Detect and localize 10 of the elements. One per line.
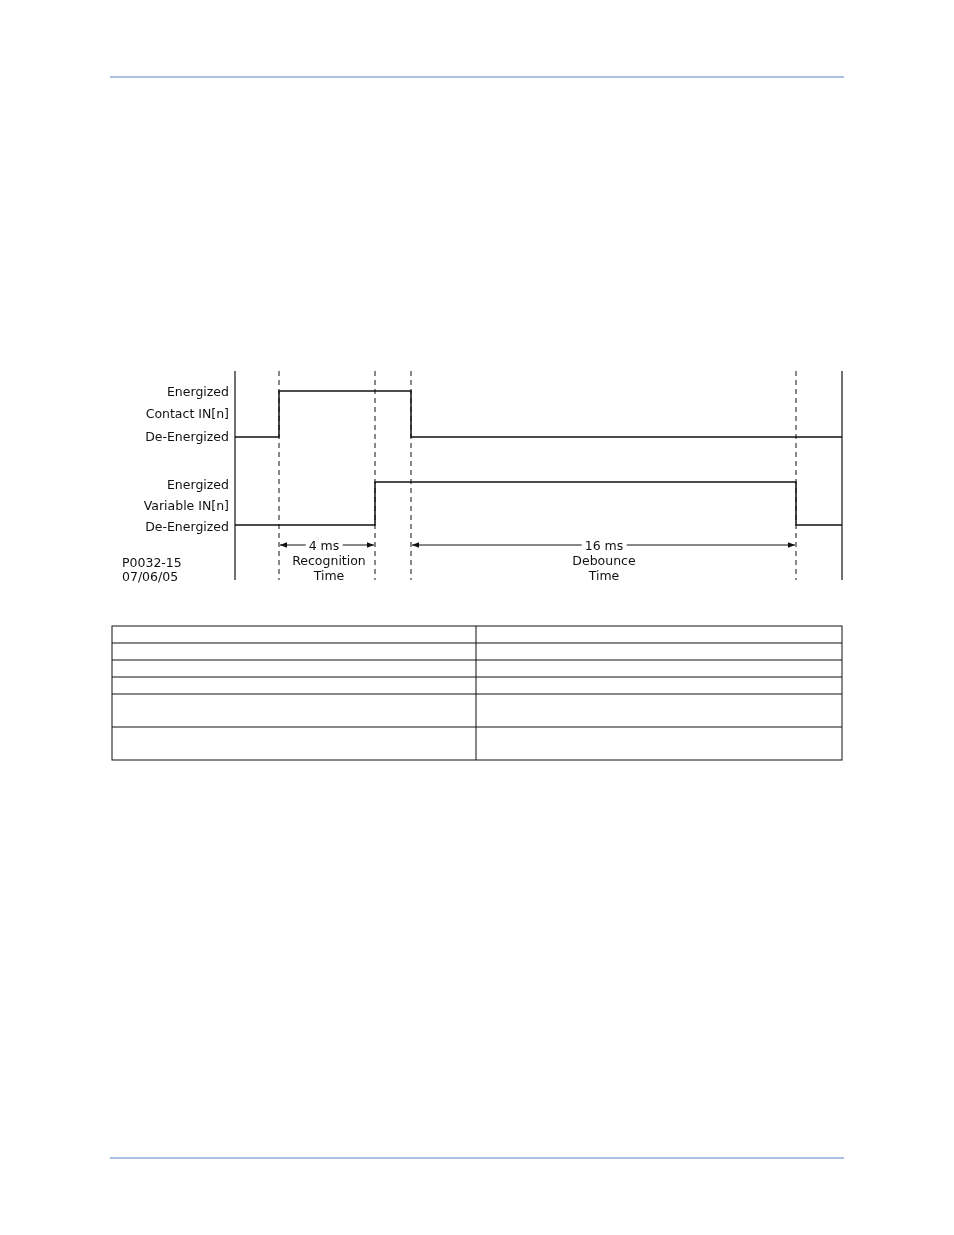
signal-name: Variable IN[n] bbox=[143, 497, 229, 513]
dimension-caption: Debounce Time bbox=[571, 553, 637, 583]
figure-number: P0032-15 bbox=[122, 554, 182, 570]
signal-name: Contact IN[n] bbox=[145, 405, 229, 421]
dimension-caption: Recognition Time bbox=[291, 553, 367, 583]
signal-level-label: Energized bbox=[166, 383, 229, 399]
signal-level-label: De-Energized bbox=[145, 518, 229, 534]
figure-date: 07/06/05 bbox=[122, 568, 179, 584]
signal-level-label: Energized bbox=[166, 476, 229, 492]
signal-level-label: De-Energized bbox=[145, 428, 229, 444]
